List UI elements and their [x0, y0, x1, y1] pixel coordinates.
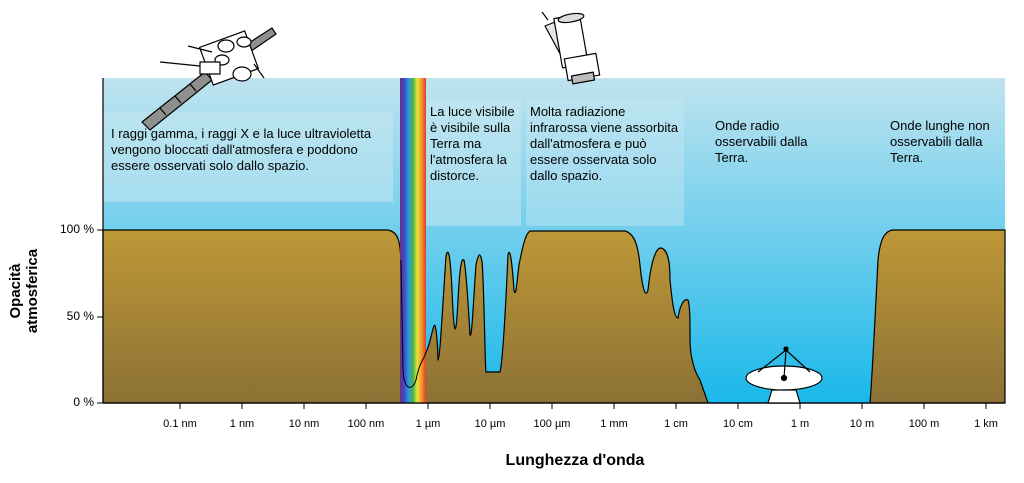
x-tick-label: 100 m: [908, 418, 940, 430]
x-tick-label: 100 nm: [347, 418, 385, 430]
x-axis-label: Lunghezza d'onda: [505, 452, 645, 469]
annotation-radio: Onde radio osservabili dalla Terra.: [715, 118, 808, 165]
radio-telescope-icon: [745, 346, 823, 404]
x-tick-label: 1 µm: [415, 418, 441, 430]
x-tick-label: 10 cm: [723, 418, 753, 430]
annotation-gamma-xray-uv: I raggi gamma, i raggi X e la luce ultra…: [111, 126, 372, 173]
annotation-visible-light: La luce visibile è visibile sulla Terra …: [430, 104, 515, 183]
x-tick-label: 1 nm: [229, 418, 255, 430]
x-tick-label: 10 µm: [474, 418, 506, 430]
visible-spectrum-band: [400, 78, 426, 403]
annotation-long-waves: Onde lunghe non osservabili dalla Terra.: [890, 118, 990, 165]
x-tick-label: 0.1 nm: [163, 418, 197, 430]
x-tick-label: 100 µm: [533, 418, 571, 430]
annotation-panel-visible: [426, 100, 521, 226]
y-tick-label: 0 %: [73, 395, 94, 409]
x-tick-label: 1 cm: [664, 418, 688, 430]
x-tick-marks: [179, 403, 987, 409]
space-telescope-icon: [541, 11, 601, 85]
visible-window-curve: [400, 259, 427, 388]
x-tick-label: 10 nm: [288, 418, 320, 430]
y-axis-label: Opacità atmosferica: [7, 248, 41, 334]
opacity-area: [102, 229, 1006, 404]
annotation-panel-infrared: [526, 100, 684, 226]
x-tick-label: 1 m: [790, 418, 810, 430]
satellite-icon: [141, 27, 277, 131]
y-tick-label: 50 %: [66, 309, 94, 323]
annotation-infrared: Molta radiazione infrarossa viene assorb…: [530, 104, 679, 183]
y-tick-label: 100 %: [59, 222, 94, 236]
x-tick-label: 1 km: [974, 418, 998, 430]
x-tick-label: 1 mm: [600, 418, 628, 430]
x-tick-label: 10 m: [849, 418, 875, 430]
